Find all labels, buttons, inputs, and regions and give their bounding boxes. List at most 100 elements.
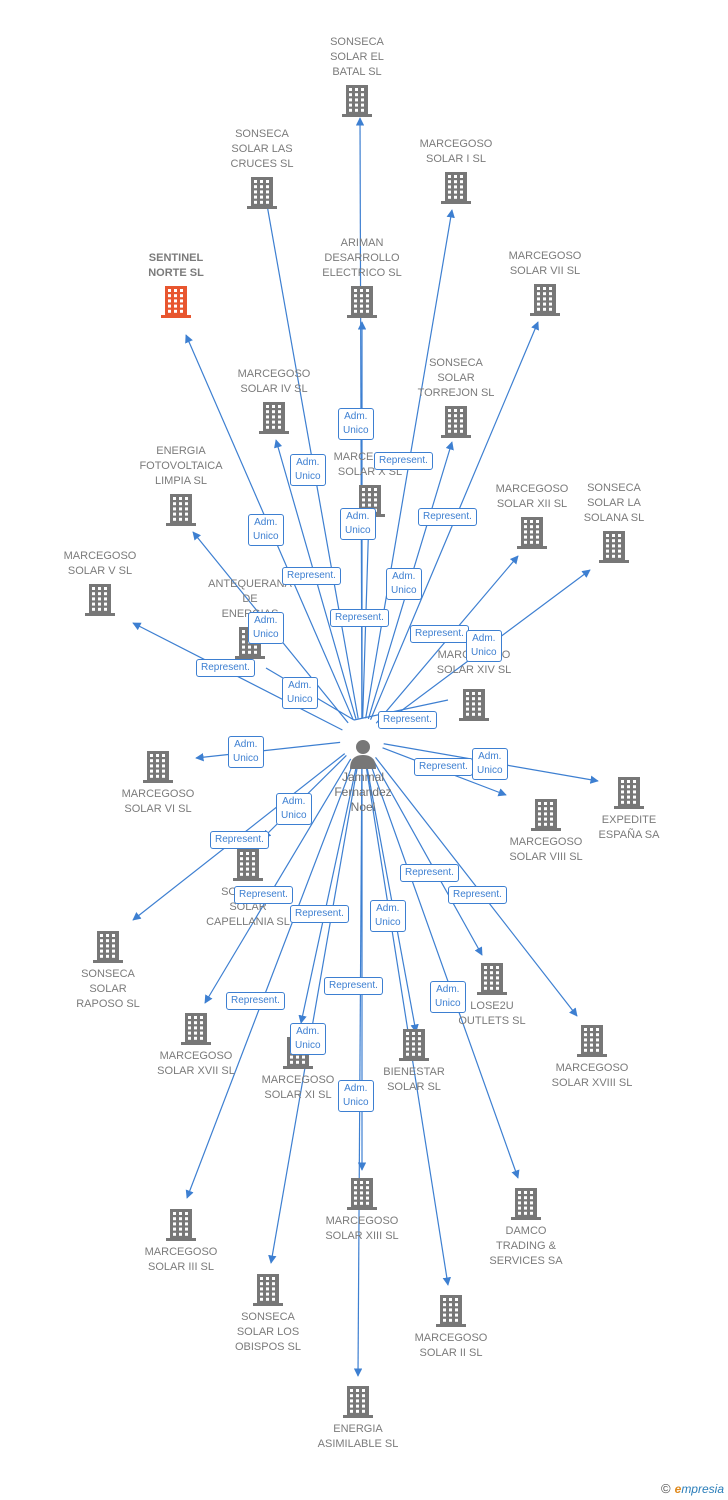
company-node-batal[interactable]: SONSECA SOLAR EL BATAL SL <box>302 35 412 118</box>
company-node-solar1[interactable]: MARCEGOSO SOLAR I SL <box>401 137 511 205</box>
company-node-lose2u[interactable]: LOSE2U OUTLETS SL <box>437 962 547 1029</box>
company-node-sentinel[interactable]: SENTINEL NORTE SL <box>121 251 231 319</box>
building-icon <box>599 531 629 563</box>
edge-label-14: Represent. <box>378 711 437 729</box>
brand-mark: ©empresia <box>661 1481 724 1496</box>
edge-label-1: Adm. Unico <box>290 454 326 486</box>
edge-label-3: Adm. Unico <box>248 514 284 546</box>
company-node-ariman[interactable]: ARIMAN DESARROLLO ELECTRICO SL <box>307 236 417 319</box>
building-icon <box>436 1295 466 1327</box>
building-icon <box>511 1188 541 1220</box>
building-icon <box>166 494 196 526</box>
company-name: SENTINEL NORTE SL <box>148 252 204 279</box>
edge-label-12: Adm. Unico <box>466 630 502 662</box>
company-name: MARCEGOSO SOLAR XVII SL <box>157 1050 235 1077</box>
edge-damco <box>368 760 520 1179</box>
company-name: MARCEGOSO SOLAR XVIII SL <box>551 1062 633 1089</box>
company-node-asimilable[interactable]: ENERGIA ASIMILABLE SL <box>303 1385 413 1452</box>
building-icon <box>459 689 489 721</box>
edge-asimilable <box>353 761 363 1377</box>
company-node-cruces[interactable]: SONSECA SOLAR LAS CRUCES SL <box>207 127 317 210</box>
edge-label-20: Represent. <box>400 864 459 882</box>
building-icon <box>347 1178 377 1210</box>
edge-label-17: Adm. Unico <box>472 748 508 780</box>
edge-label-24: Represent. <box>290 905 349 923</box>
company-name: LOSE2U OUTLETS SL <box>458 1000 526 1027</box>
edge-obispos <box>268 761 359 1264</box>
company-node-raposo[interactable]: SONSECA SOLAR RAPOSO SL <box>53 930 163 1012</box>
company-name: SONSECA SOLAR LA SOLANA SL <box>583 482 645 524</box>
building-icon <box>477 963 507 995</box>
building-icon <box>161 286 191 318</box>
company-node-solar3[interactable]: MARCEGOSO SOLAR III SL <box>126 1208 236 1275</box>
building-icon <box>85 584 115 616</box>
company-name: MARCEGOSO SOLAR XIII SL <box>325 1215 399 1242</box>
building-icon <box>614 777 644 809</box>
company-node-solar4[interactable]: MARCEGOSO SOLAR IV SL <box>219 367 329 435</box>
building-icon <box>247 177 277 209</box>
edge-label-23: Adm. Unico <box>370 900 406 932</box>
edge-label-26: Adm. Unico <box>430 981 466 1013</box>
edge-label-4: Adm. Unico <box>340 508 376 540</box>
edge-label-15: Adm. Unico <box>228 736 264 768</box>
building-icon <box>233 849 263 881</box>
company-node-solar8[interactable]: MARCEGOSO SOLAR VIII SL <box>491 798 601 865</box>
company-node-torrejon[interactable]: SONSECA SOLAR TORREJON SL <box>401 356 511 439</box>
building-icon <box>143 751 173 783</box>
company-name: MARCEGOSO SOLAR II SL <box>414 1332 488 1359</box>
edge-label-6: Adm. Unico <box>386 568 422 600</box>
company-node-solana[interactable]: SONSECA SOLAR LA SOLANA SL <box>559 481 669 564</box>
brand-name: mpresia <box>681 1482 724 1496</box>
person-icon <box>350 740 376 769</box>
company-node-solar6[interactable]: MARCEGOSO SOLAR VI SL <box>103 750 213 817</box>
company-node-expedite[interactable]: EXPEDITE ESPAÑA SA <box>574 776 684 843</box>
company-node-fotov[interactable]: ENERGIA FOTOVOLTAICA LIMPIA SL <box>126 444 236 527</box>
building-icon <box>577 1025 607 1057</box>
company-node-antequerana[interactable]: ANTEQUERANA DE ENERGIAS <box>195 577 305 660</box>
company-name: MARCEGOSO SOLAR V SL <box>63 550 137 577</box>
edge-label-27: Adm. Unico <box>290 1023 326 1055</box>
edge-solar3 <box>185 760 355 1199</box>
building-icon <box>343 1386 373 1418</box>
company-node-solar17[interactable]: MARCEGOSO SOLAR XVII SL <box>141 1012 251 1079</box>
company-name: MARCEGOSO SOLAR VI SL <box>121 788 195 815</box>
edge-label-11: Represent. <box>410 625 469 643</box>
company-node-bienestar[interactable]: BIENESTAR SOLAR SL <box>359 1028 469 1095</box>
building-icon <box>93 931 123 963</box>
edge-label-10: Adm. Unico <box>282 677 318 709</box>
company-name: EXPEDITE ESPAÑA SA <box>598 814 660 841</box>
edge-label-5: Represent. <box>418 508 477 526</box>
edge-lose2u <box>372 758 483 956</box>
edge-cruces <box>261 187 359 719</box>
building-icon <box>441 172 471 204</box>
company-node-solar5[interactable]: MARCEGOSO SOLAR V SL <box>45 549 155 617</box>
edge-label-19: Represent. <box>210 831 269 849</box>
company-node-solar7[interactable]: MARCEGOSO SOLAR VII SL <box>490 249 600 317</box>
edge-label-21: Represent. <box>234 886 293 904</box>
company-node-solar13[interactable]: MARCEGOSO SOLAR XIII SL <box>307 1177 417 1244</box>
edge-label-7: Represent. <box>282 567 341 585</box>
building-icon <box>259 402 289 434</box>
company-name: DAMCO TRADING & SERVICES SA <box>489 1225 563 1267</box>
person-node[interactable]: Jammal Fernandez Noel <box>318 738 408 815</box>
company-name: MARCEGOSO SOLAR I SL <box>419 138 493 165</box>
edge-label-29: Adm. Unico <box>338 1080 374 1112</box>
company-node-solar2[interactable]: MARCEGOSO SOLAR II SL <box>396 1294 506 1361</box>
edge-label-16: Represent. <box>414 758 473 776</box>
building-icon <box>253 1274 283 1306</box>
edge-bienestar <box>365 761 419 1033</box>
building-icon <box>517 517 547 549</box>
edge-label-13: Represent. <box>196 659 255 677</box>
company-node-obispos[interactable]: SONSECA SOLAR LOS OBISPOS SL <box>213 1273 323 1355</box>
company-name: SONSECA SOLAR LAS CRUCES SL <box>230 128 294 170</box>
brand-e: e <box>674 1482 682 1496</box>
edge-label-0: Adm. Unico <box>338 408 374 440</box>
edge-solar2 <box>364 761 451 1286</box>
company-node-solar12[interactable]: MARCEGOSO SOLAR XII SL <box>477 482 587 550</box>
company-node-solar14[interactable]: MARCEGOSO SOLAR XIV SL <box>419 648 529 721</box>
company-name: MARCEGOSO SOLAR IV SL <box>237 368 311 395</box>
company-node-solar18[interactable]: MARCEGOSO SOLAR XVIII SL <box>537 1024 647 1091</box>
company-name: BIENESTAR SOLAR SL <box>383 1066 445 1093</box>
company-node-damco[interactable]: DAMCO TRADING & SERVICES SA <box>471 1187 581 1269</box>
building-icon <box>166 1209 196 1241</box>
